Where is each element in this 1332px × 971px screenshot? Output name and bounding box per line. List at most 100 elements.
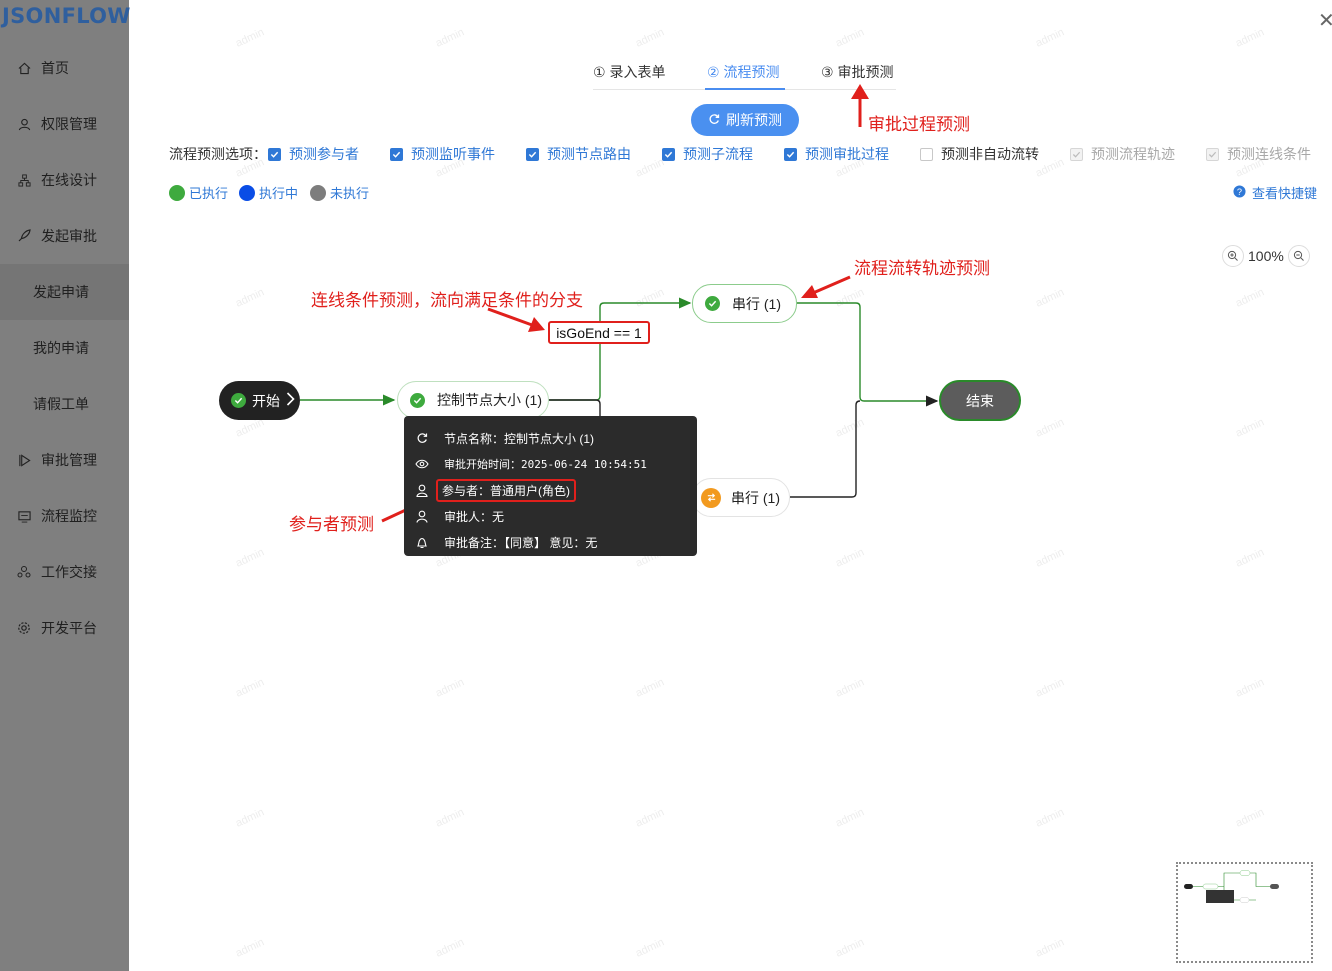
legend-dot (310, 184, 326, 201)
sidebar-item-handover[interactable]: 工作交接 (0, 544, 129, 600)
zoom-level: 100% (1248, 248, 1284, 264)
zoom-in-icon[interactable] (1222, 245, 1244, 267)
refresh-prediction-button[interactable]: 刷新预测 (691, 104, 799, 136)
prediction-options-label: 流程预测选项： (169, 146, 267, 162)
tooltip-text: 审批开始时间：2025-06-24 10:54:51 (444, 458, 647, 471)
pending-route-icon (701, 487, 721, 508)
annotation-approval-process: 审批过程预测 (868, 115, 970, 134)
option-predict-approval-process[interactable]: 预测审批过程 (784, 144, 889, 164)
annotation-arrow-track (812, 275, 851, 295)
edge-control-serial-top (548, 297, 692, 401)
sidebar: JSONFLOW 首页 权限管理 在线设计 发起审批 发起申请 我的申请 请假工… (0, 0, 131, 971)
legend-label: 未执行 (330, 186, 370, 201)
tooltip-text: 参与者：普通用户(角色) (436, 478, 576, 502)
minimap-preview (1184, 870, 1279, 903)
node-end[interactable]: 结束 (939, 380, 1021, 421)
option-predict-participants[interactable]: 预测参与者 (268, 144, 359, 164)
option-predict-subflow[interactable]: 预测子流程 (662, 144, 753, 164)
refresh-prediction-label: 刷新预测 (726, 112, 782, 128)
executed-check-icon (410, 392, 425, 408)
option-label: 预测流程轨迹 (1091, 146, 1175, 162)
tooltip-text: 审批备注：【同意】 意见：无 (444, 535, 598, 550)
user-icon (17, 117, 31, 131)
sidebar-item-my-applications[interactable]: 我的申请 (0, 320, 129, 376)
annotation-arrow-track-head (801, 285, 818, 298)
shortcut-label: 查看快捷键 (1252, 186, 1318, 201)
gear-icon (17, 621, 31, 635)
sidebar-item-flow-monitor[interactable]: 流程监控 (0, 488, 129, 544)
node-label: 串行 (1) (732, 295, 781, 312)
checkbox-checked-icon (784, 147, 797, 161)
user-icon (414, 482, 430, 498)
sidebar-item-approval-management[interactable]: 审批管理 (0, 432, 129, 488)
condition-text: isGoEnd == 1 (556, 324, 642, 341)
eye-icon (414, 456, 430, 472)
brand-logo: JSONFLOW (2, 4, 131, 28)
tooltip-row-remark: 审批备注：【同意】 意见：无 (414, 531, 597, 553)
node-label: 结束 (966, 392, 994, 409)
executed-check-icon (231, 393, 246, 408)
play-icon (17, 453, 31, 467)
sidebar-item-start-approval[interactable]: 发起审批 (0, 208, 129, 264)
tooltip-row-node-name: 节点名称：控制节点大小 (1) (414, 427, 594, 449)
legend-executed: 已执行 (169, 183, 228, 202)
sidebar-item-label: 我的申请 (33, 340, 89, 356)
annotation-arrow-approval-head (851, 84, 869, 99)
team-icon (17, 565, 31, 579)
sidebar-item-dev-platform[interactable]: 开发平台 (0, 600, 129, 656)
zoom-control: 100% (1222, 243, 1310, 269)
sidebar-item-label: 审批管理 (41, 452, 97, 468)
minimap[interactable] (1176, 862, 1313, 963)
annotation-arrow-condition (487, 307, 533, 327)
view-shortcuts-link[interactable]: ? 查看快捷键 (1233, 183, 1317, 202)
zoom-out-icon[interactable] (1287, 245, 1310, 267)
step-enter-form[interactable]: ① 录入表单 (593, 64, 666, 80)
sidebar-item-apply[interactable]: 发起申请 (0, 264, 129, 320)
sidebar-item-permissions[interactable]: 权限管理 (0, 96, 129, 152)
monitor-icon (17, 509, 31, 523)
edge-serial-bottom-end (790, 400, 861, 498)
svg-text:?: ? (1237, 186, 1242, 196)
help-icon: ? (1233, 184, 1246, 201)
option-predict-node-routes[interactable]: 预测节点路由 (526, 144, 631, 164)
step-flow-prediction[interactable]: ② 流程预测 (707, 64, 780, 80)
sidebar-item-home[interactable]: 首页 (0, 40, 129, 96)
option-label: 预测监听事件 (411, 146, 495, 162)
step-approval-prediction[interactable]: ③ 审批预测 (821, 64, 894, 80)
sidebar-item-label: 在线设计 (41, 172, 97, 188)
node-control-size[interactable]: 控制节点大小 (1) (397, 381, 549, 419)
sidebar-item-label: 请假工单 (33, 396, 89, 412)
checkbox-disabled-icon (1070, 147, 1083, 161)
tooltip-text: 审批人：无 (444, 509, 505, 524)
sidebar-item-label: 发起审批 (41, 228, 97, 244)
node-serial-top[interactable]: 串行 (1) (692, 284, 797, 323)
legend-pending: 未执行 (310, 183, 369, 202)
option-predict-non-auto-flow[interactable]: 预测非自动流转 (920, 144, 1039, 164)
sidebar-item-label: 流程监控 (41, 508, 97, 524)
rocket-icon (17, 229, 31, 243)
home-icon (17, 61, 31, 75)
checkbox-unchecked-icon (920, 147, 933, 161)
tooltip-row-approver: 审批人：无 (414, 505, 504, 527)
node-label: 串行 (1) (731, 489, 780, 506)
option-predict-listen-events[interactable]: 预测监听事件 (390, 144, 495, 164)
refresh-icon (414, 430, 430, 446)
tooltip-row-start-time: 审批开始时间：2025-06-24 10:54:51 (414, 453, 647, 475)
annotation-participant: 参与者预测 (289, 515, 374, 534)
bell-icon (414, 534, 430, 550)
node-serial-bottom[interactable]: 串行 (1) (692, 478, 790, 517)
checkbox-checked-icon (390, 147, 403, 161)
annotation-flow-track: 流程流转轨迹预测 (854, 259, 990, 278)
close-icon[interactable]: ✕ (1318, 10, 1332, 32)
checkbox-checked-icon (662, 147, 675, 161)
steps-active-indicator (705, 88, 785, 90)
sidebar-item-online-design[interactable]: 在线设计 (0, 152, 129, 208)
legend-running: 执行中 (239, 183, 298, 202)
option-label: 预测连线条件 (1227, 146, 1311, 162)
option-predict-flow-track: 预测流程轨迹 (1070, 144, 1175, 164)
node-start[interactable]: 开始 (219, 381, 300, 420)
option-predict-line-conditions: 预测连线条件 (1206, 144, 1311, 164)
checkbox-checked-icon (526, 147, 539, 161)
sidebar-item-leave-order[interactable]: 请假工单 (0, 376, 129, 432)
option-label: 预测节点路由 (547, 146, 631, 162)
